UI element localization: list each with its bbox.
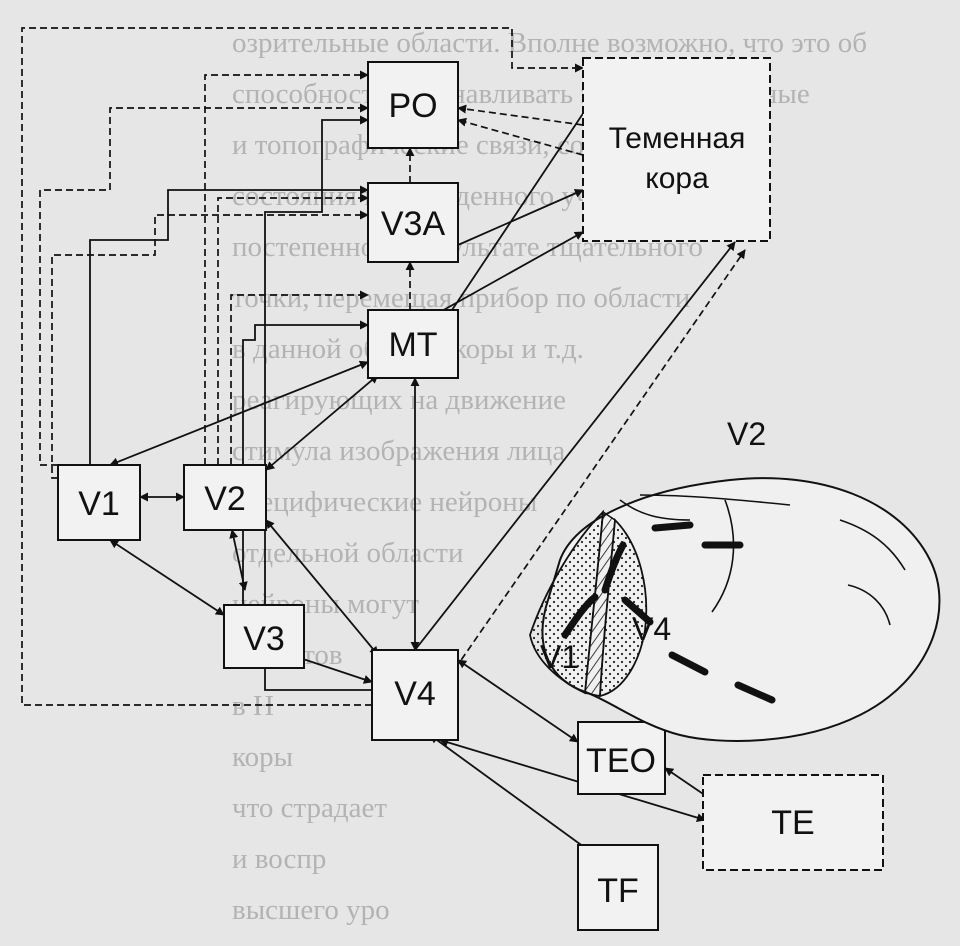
solid-connections: [89, 99, 736, 856]
brain-label-v1: V1: [540, 639, 579, 675]
label-mt: MT: [388, 326, 437, 364]
link-v4-teo: [457, 659, 579, 743]
area-labels: PO Теменная кора V3A MT V1 V2 V3 V4 TEO …: [78, 87, 815, 910]
background-text-line: коры: [232, 741, 293, 773]
dashed-connections: [21, 27, 746, 706]
link-parietal-to-po-1: [457, 104, 584, 126]
link-parietal-to-po-2: [457, 117, 584, 156]
label-v3: V3: [243, 620, 285, 658]
background-text-line: точки, перемещая прибор по области: [232, 282, 690, 314]
link-v2-mt: [265, 374, 379, 471]
brain-sulci: [619, 494, 906, 626]
box-parietal: [582, 57, 771, 242]
link-v2-to-mt-dashed: [230, 290, 369, 465]
brain-label-v2: V2: [727, 416, 766, 452]
link-v4-to-po-solid: [264, 115, 372, 691]
link-v1-to-po-dashed: [39, 103, 369, 466]
label-tf: TF: [597, 872, 639, 910]
background-text-line: озрительные области. Вполне возможно, чт…: [232, 27, 867, 59]
label-v2: V2: [204, 480, 246, 518]
link-v3a-parietal: [457, 189, 584, 246]
background-text-line: что страдает: [232, 792, 387, 824]
link-v1-to-v3a-solid: [89, 185, 369, 465]
link-v1-to-v3a-dashed: [51, 210, 369, 479]
brain-illustration: V2 V1 V4: [529, 416, 941, 742]
box-tf: [577, 844, 659, 931]
link-v2-v4: [265, 519, 379, 656]
link-v2-to-po-dashed: [204, 70, 369, 465]
link-v4-parietal-solid: [414, 241, 736, 651]
box-te: [702, 774, 884, 871]
brain-flow-arrows: [561, 521, 776, 704]
box-po: [367, 61, 459, 149]
background-text-line: в Н: [232, 690, 274, 722]
link-mt-parietal: [439, 231, 584, 313]
label-parietal-line1: Теменная: [609, 122, 746, 155]
link-v1-v3: [109, 539, 225, 616]
link-v4-to-parietal-outer: [21, 27, 584, 706]
background-text-line: высшего уро: [232, 894, 390, 926]
label-teo: TEO: [586, 742, 656, 780]
label-v4: V4: [394, 675, 436, 713]
box-v1: [57, 464, 141, 541]
label-po: PO: [388, 87, 437, 125]
box-teo: [577, 721, 666, 795]
link-v4-tf: [429, 734, 596, 856]
area-boxes: [57, 57, 884, 931]
box-v3a: [367, 182, 459, 263]
box-v3: [223, 604, 305, 669]
brain-label-v4: V4: [632, 611, 671, 647]
box-mt: [367, 309, 459, 379]
label-te: TE: [771, 804, 814, 842]
label-v3a: V3A: [381, 205, 446, 243]
link-v4-te: [439, 738, 706, 822]
background-text-line: специфические нейроны: [232, 486, 537, 518]
link-v1-mt: [109, 360, 369, 467]
label-v1: V1: [78, 485, 120, 523]
background-text-line: и воспр: [232, 843, 326, 875]
box-v4: [371, 649, 459, 741]
link-v2-v3: [229, 529, 248, 591]
box-v2: [183, 464, 267, 531]
link-v2-to-v3a-dashed: [217, 193, 369, 465]
link-mt-po-to-parietal: [451, 99, 593, 311]
label-parietal-line2: кора: [645, 162, 709, 195]
link-v4-to-parietal-dashed: [429, 249, 746, 706]
